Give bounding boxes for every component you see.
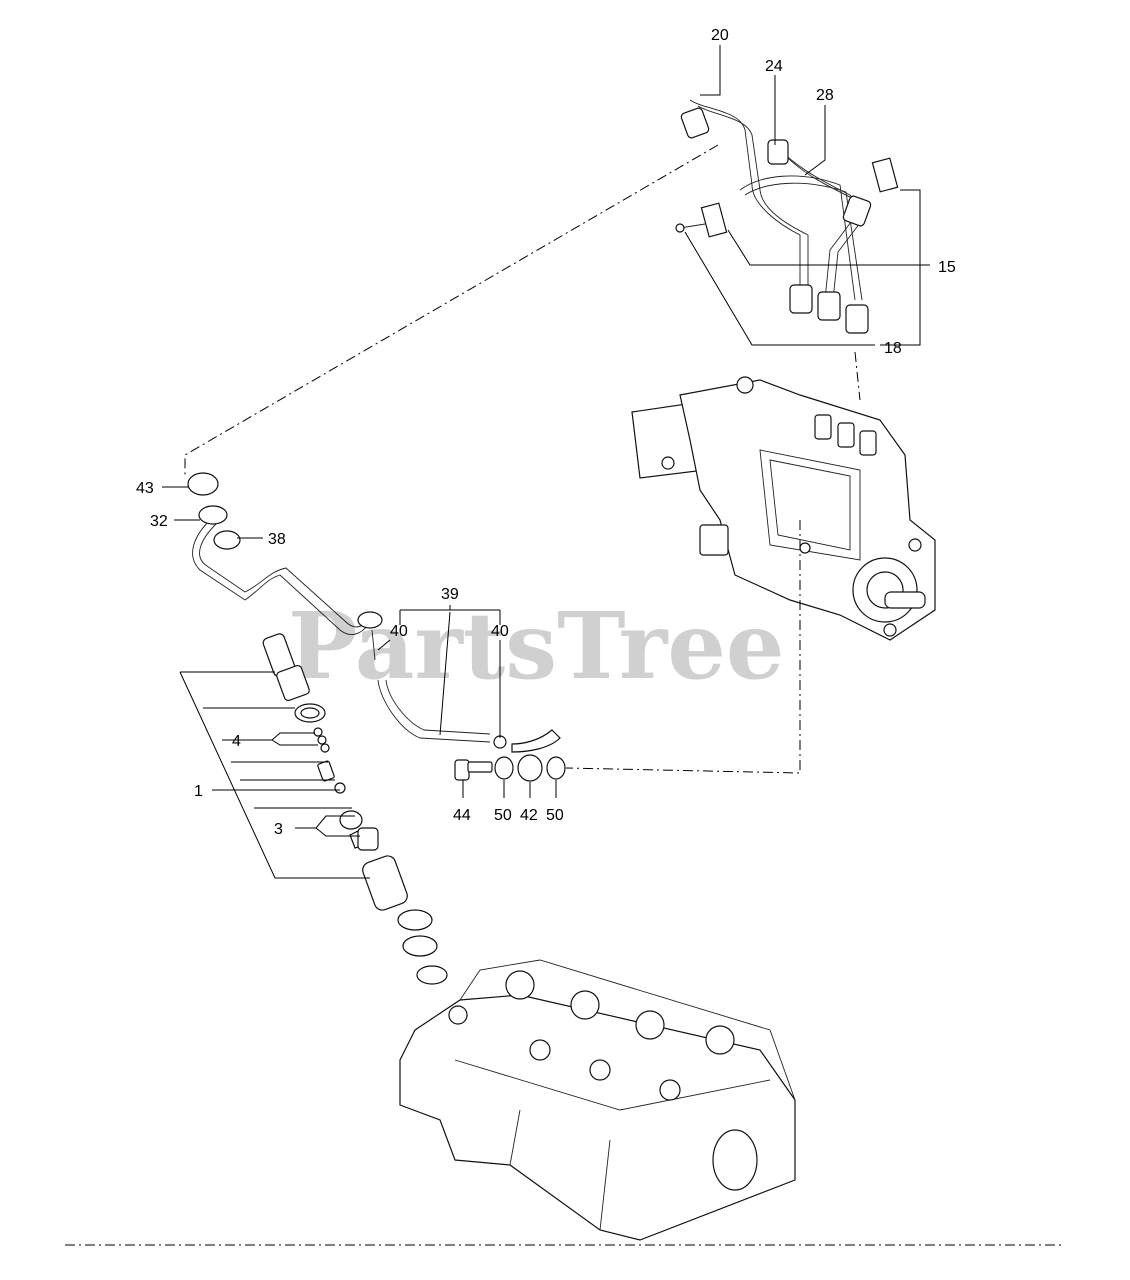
callout-3[interactable]: 3 bbox=[274, 821, 283, 838]
callout-4[interactable]: 4 bbox=[232, 733, 241, 750]
watermark: PartsTree bbox=[288, 592, 784, 700]
cylinder-head[interactable] bbox=[399, 959, 796, 1241]
callout-50-right[interactable]: 50 bbox=[546, 807, 564, 824]
injection-pipes-assembly[interactable] bbox=[675, 99, 899, 334]
callout-44[interactable]: 44 bbox=[453, 807, 471, 824]
injection-pump[interactable] bbox=[631, 376, 936, 641]
callout-43[interactable]: 43 bbox=[136, 480, 154, 497]
leader-lines-dashed bbox=[65, 144, 1065, 1246]
callout-24[interactable]: 24 bbox=[765, 58, 783, 75]
callouts: 20 24 28 15 18 43 32 38 39 40 40 4 1 3 4… bbox=[136, 27, 956, 838]
fuel-pipe-left[interactable] bbox=[192, 519, 373, 636]
callout-1[interactable]: 1 bbox=[194, 783, 203, 800]
callout-38[interactable]: 38 bbox=[268, 531, 286, 548]
banjo-bolt-group[interactable] bbox=[454, 754, 566, 782]
callout-32[interactable]: 32 bbox=[150, 513, 168, 530]
part-32-washer[interactable] bbox=[198, 505, 228, 525]
leader-lines bbox=[162, 45, 930, 879]
part-38-seal[interactable] bbox=[213, 530, 241, 550]
callout-28[interactable]: 28 bbox=[816, 87, 834, 104]
callout-15[interactable]: 15 bbox=[938, 259, 956, 276]
callout-42[interactable]: 42 bbox=[520, 807, 538, 824]
callout-20[interactable]: 20 bbox=[711, 27, 729, 44]
callout-39[interactable]: 39 bbox=[441, 586, 459, 603]
callout-50-left[interactable]: 50 bbox=[494, 807, 512, 824]
nozzle-holder[interactable] bbox=[262, 632, 448, 985]
callout-18[interactable]: 18 bbox=[884, 340, 902, 357]
part-43-nut[interactable] bbox=[187, 472, 219, 496]
leak-off-pipe[interactable] bbox=[357, 611, 561, 753]
callout-40-right[interactable]: 40 bbox=[491, 623, 509, 640]
callout-40-left[interactable]: 40 bbox=[390, 623, 408, 640]
